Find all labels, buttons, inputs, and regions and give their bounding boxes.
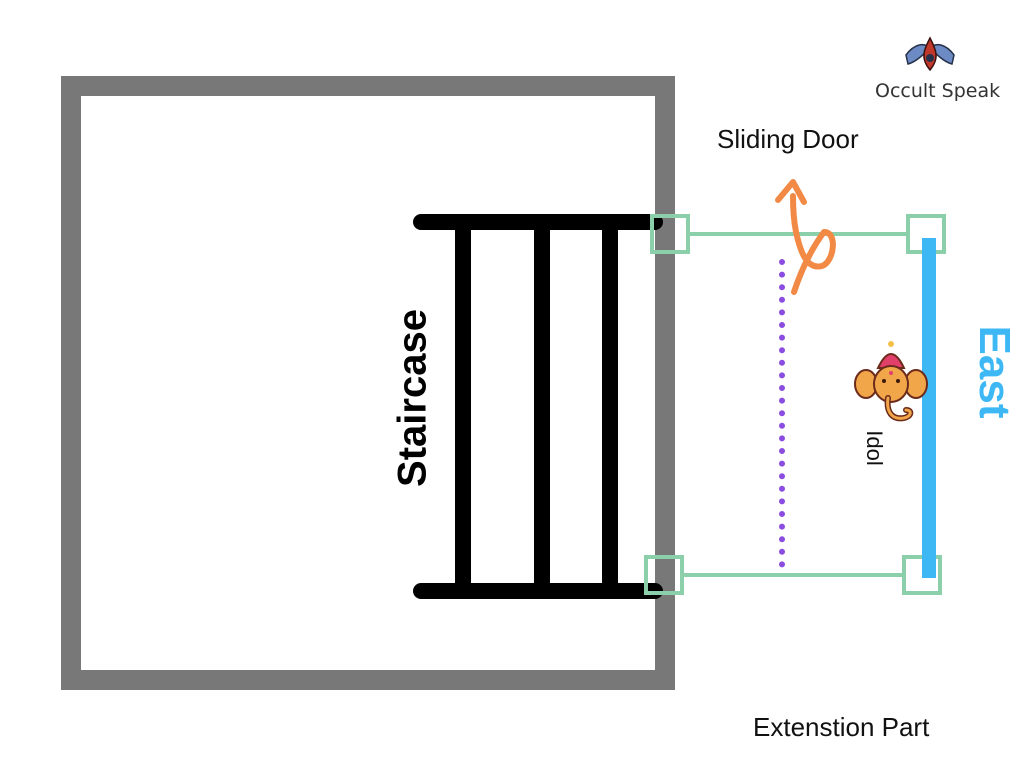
curved-arrow-icon [775, 179, 836, 295]
staircase-label: Staircase [390, 309, 435, 487]
corner-post-top-left [650, 214, 690, 254]
ganesha-idol-icon [854, 341, 928, 422]
idol-label: Idol [862, 430, 887, 466]
east-label: East [970, 325, 1019, 419]
brand-name: Occult Speak [875, 80, 1001, 102]
extension-outline [644, 214, 946, 595]
extension-part-label: Extenstion Part [753, 712, 930, 742]
staircase [413, 214, 663, 599]
sliding-door-label: Sliding Door [717, 124, 859, 154]
corner-post-bottom-left [644, 555, 684, 595]
occult-speak-logo-icon [905, 36, 955, 72]
main-room-wall [61, 76, 675, 690]
east-wall [922, 238, 936, 578]
